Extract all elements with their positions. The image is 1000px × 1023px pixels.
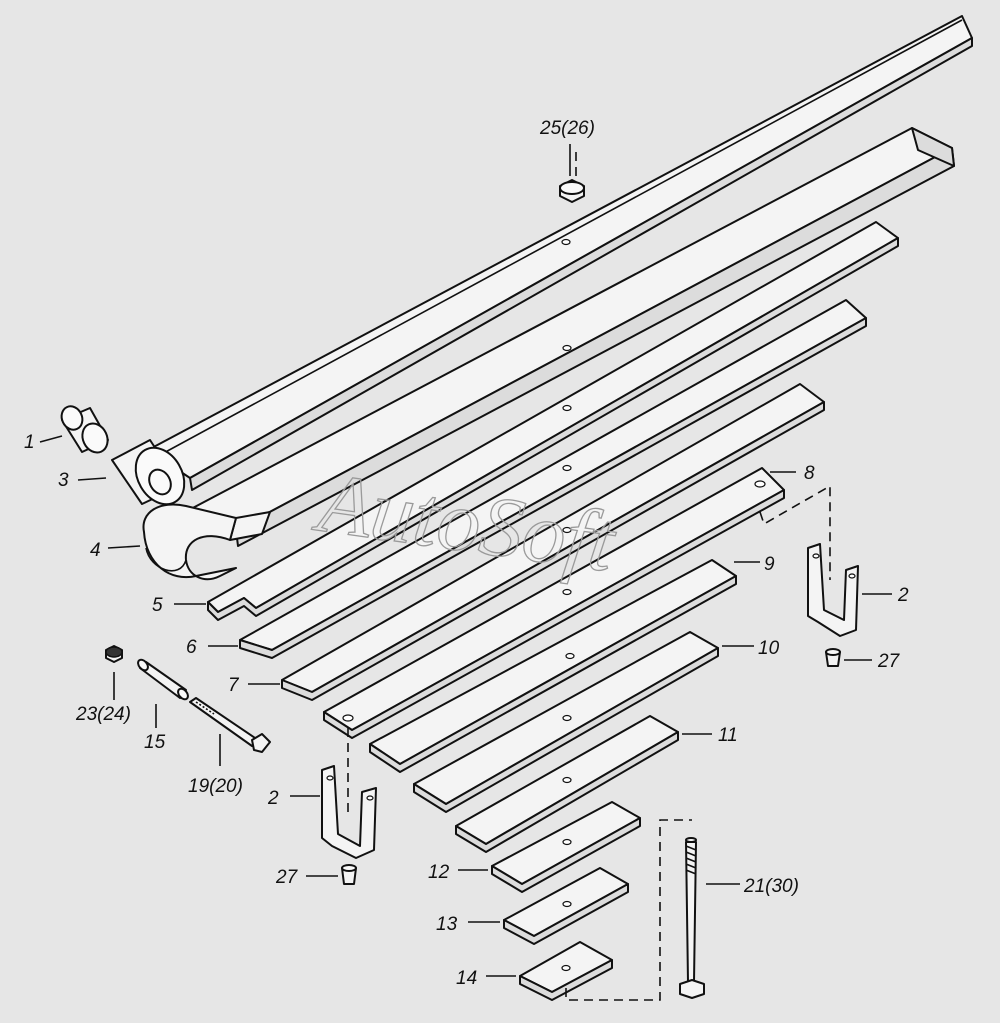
- nut-part-25: [559, 179, 585, 203]
- label-3: 3: [58, 470, 69, 491]
- label-9: 9: [764, 554, 775, 575]
- label-2-left: 2: [267, 788, 279, 809]
- label-6: 6: [186, 637, 197, 658]
- label-27-left: 27: [275, 867, 299, 888]
- label-5: 5: [152, 595, 163, 616]
- clip-part-2-right: [807, 543, 859, 637]
- leaf-7: [281, 383, 825, 701]
- label-12: 12: [428, 862, 450, 883]
- clip-part-2-left: [321, 765, 377, 859]
- nut-part-23: [105, 645, 123, 663]
- label-14: 14: [456, 968, 477, 989]
- bolt-part-19: [189, 697, 271, 753]
- label-23: 23(24): [75, 704, 131, 725]
- label-25: 25(26): [539, 118, 595, 139]
- label-19: 19(20): [188, 776, 243, 797]
- eye-part-4: [142, 503, 237, 581]
- label-7: 7: [228, 675, 240, 696]
- label-4: 4: [90, 540, 101, 561]
- leader-lines: [39, 144, 892, 977]
- spacer-part-15: [137, 658, 189, 701]
- center-holes: [561, 238, 575, 972]
- leaf-6: [239, 299, 867, 659]
- bushing-part-1: [60, 405, 109, 454]
- label-15: 15: [144, 732, 166, 753]
- label-21: 21(30): [743, 876, 799, 897]
- label-2-right: 2: [897, 585, 909, 606]
- label-11: 11: [718, 725, 738, 746]
- label-13: 13: [436, 914, 458, 935]
- part-labels: 1 3 4 5 6 7 8 9 10 11 12 13 14 15 19(20)…: [24, 118, 909, 989]
- leaf-9: [369, 559, 737, 773]
- label-1: 1: [24, 432, 35, 453]
- leaf-8: [323, 467, 785, 739]
- rivet-part-27-right: [825, 648, 841, 667]
- rivet-part-27-left: [341, 864, 357, 885]
- second-leaf: [169, 127, 955, 547]
- eye-part-3: [111, 439, 186, 506]
- main-leaf: [147, 15, 973, 491]
- leaf-5: [207, 221, 899, 621]
- label-10: 10: [758, 638, 780, 659]
- label-8: 8: [804, 463, 815, 484]
- center-bolt-part-21: [679, 837, 705, 999]
- assembly-lines: [347, 152, 831, 1001]
- label-27-right: 27: [877, 651, 901, 672]
